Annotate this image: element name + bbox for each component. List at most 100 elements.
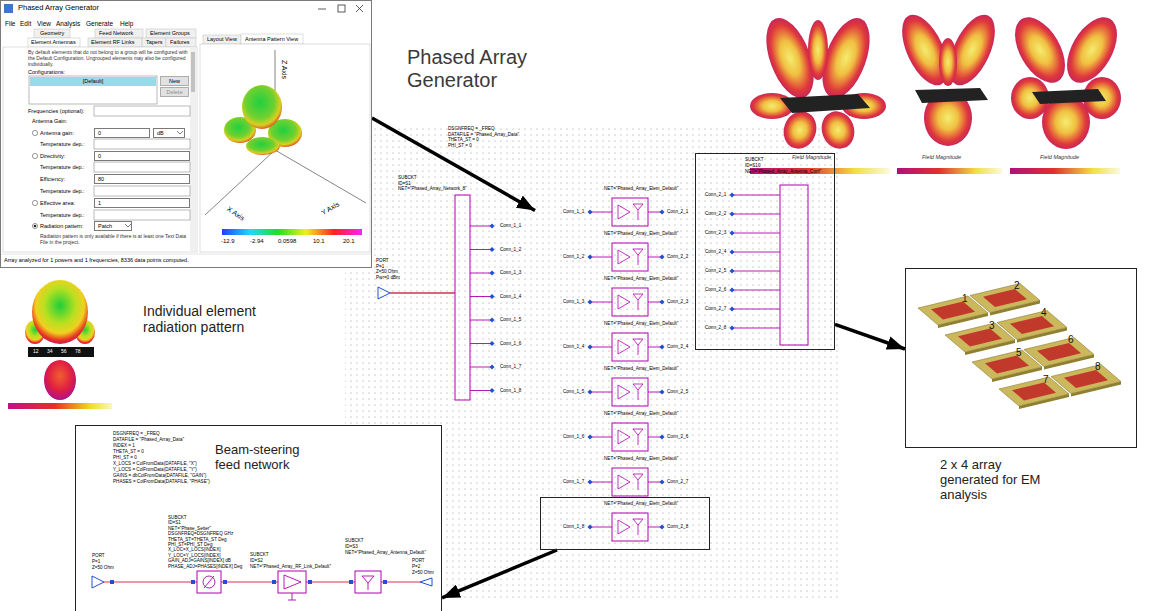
app-window xyxy=(94,162,190,172)
schematic-symbols xyxy=(470,320,490,321)
schematic-symbols xyxy=(732,290,780,291)
app-window xyxy=(125,224,131,227)
subcircuit-label: SUBCKT xyxy=(745,157,764,162)
schematic-symbols xyxy=(612,288,648,316)
subcircuit-label: X_LOC=X_LOCS[INDEX] xyxy=(168,547,220,552)
schematic-symbols xyxy=(612,513,648,541)
schematic-symbols xyxy=(618,520,630,534)
callout-panel: Beam-steering feed networkDSGNFREQ = _FR… xyxy=(75,425,442,611)
pin-label: Conn_1_1 xyxy=(563,209,584,214)
schematic-symbols xyxy=(732,309,780,310)
schematic-symbols xyxy=(489,223,494,228)
patch-array xyxy=(970,284,1040,313)
schematic-symbols xyxy=(729,192,734,197)
app-window xyxy=(32,153,37,158)
pin-label: Conn_1_2 xyxy=(563,254,584,259)
array-pattern xyxy=(808,20,828,80)
schematic-symbols xyxy=(590,347,612,348)
input-field: 80 xyxy=(94,174,190,184)
patch-array xyxy=(1024,338,1094,367)
axis-label: X Axis xyxy=(225,205,246,223)
array-pattern xyxy=(915,88,988,103)
colorbar-value: 10.1 xyxy=(313,238,325,245)
element-number: 78 xyxy=(75,349,81,355)
subcircuit-label: DSGNFREQ=DSGNFREQ GHz xyxy=(168,531,233,536)
feed-network-schematic xyxy=(110,580,114,584)
array-pattern xyxy=(778,107,821,154)
feed-network-schematic xyxy=(292,593,293,600)
subcircuit-label: PHASE_ADJ=PHASES[INDEX] Deg xyxy=(168,564,242,569)
schematic-symbols xyxy=(590,257,612,258)
feed-network-schematic xyxy=(278,571,306,593)
schematic-symbols xyxy=(470,226,490,227)
schematic-symbols xyxy=(470,249,490,250)
field-label: Temperature dep.: xyxy=(40,212,85,218)
feed-network-schematic xyxy=(349,580,353,584)
field-value: Patch xyxy=(98,223,112,229)
app-window xyxy=(94,106,190,116)
element-number: 12 xyxy=(33,349,39,355)
app-window xyxy=(191,52,195,92)
app-window xyxy=(318,9,326,10)
app-window xyxy=(3,47,197,252)
highlight-box: Conn_1_8NET="Phased_Array_Elem_Default"C… xyxy=(540,497,710,550)
schematic-symbols xyxy=(587,344,592,349)
tab-label: Failures xyxy=(170,39,190,45)
feed-network-schematic xyxy=(203,576,215,588)
pin-label: Conn_2_6 xyxy=(705,287,726,292)
patch-array xyxy=(997,311,1067,340)
schematic-symbols xyxy=(729,287,734,292)
highlight-box: SUBCKTID=S10NET="Phased_Array_Antenna_Co… xyxy=(695,153,835,350)
patch-array xyxy=(918,284,1121,410)
input-field: 0 xyxy=(94,128,150,138)
field-label: Temperature dep.: xyxy=(40,164,85,170)
pin-label: Conn_1_8 xyxy=(563,524,584,529)
schematic-symbols xyxy=(732,214,780,215)
subcircuit-label: P=2 xyxy=(412,564,420,569)
schematic-symbols xyxy=(470,367,490,368)
schematic-symbols xyxy=(638,525,639,535)
subcircuit-label: NET="Phased_Array_Elem_Default" xyxy=(604,456,678,461)
patch-array xyxy=(1037,343,1081,361)
app-window xyxy=(32,200,37,205)
flow-arrow xyxy=(835,324,905,349)
menu-item: File xyxy=(5,20,15,27)
app-window xyxy=(34,29,70,38)
subcircuit-label: NET="Phase_Setter" xyxy=(168,526,211,531)
tab-label: Antenna Pattern View xyxy=(245,36,298,42)
schematic-symbols xyxy=(780,185,808,345)
app-window xyxy=(146,29,196,38)
subcircuit-label: NET="Phased_Array_Elem_Default" xyxy=(604,366,678,371)
pin-label: Conn_1_2 xyxy=(500,247,521,252)
colorbar-value: -2.94 xyxy=(250,238,264,245)
schematic-symbols xyxy=(489,294,494,299)
app-window xyxy=(32,223,37,228)
schematic-symbols xyxy=(590,302,612,303)
app-window xyxy=(32,130,37,135)
feed-network-schematic xyxy=(75,425,442,611)
schematic-symbols xyxy=(489,247,494,252)
pin-label: Conn_1_1 xyxy=(500,223,521,228)
feed-network-schematic xyxy=(368,583,369,590)
status-text: Array analyzed for 1 powers and 1 freque… xyxy=(4,257,189,263)
schematic-symbols xyxy=(729,230,734,235)
tab-label: Layout View xyxy=(207,36,237,42)
schematic-symbols xyxy=(659,344,664,349)
subcircuit-label: NET="Phased_Array_Elem_Default" xyxy=(604,231,678,236)
schematic-symbols xyxy=(659,389,664,394)
schematic-symbols xyxy=(378,185,808,541)
subcircuit-label: PORT xyxy=(376,258,389,263)
figure-caption: 2 x 4 array generated for EM analysis xyxy=(940,458,1058,503)
equation-text: GAINS = dbColFromData(DATAFILE, "GAIN") xyxy=(113,473,206,478)
app-window xyxy=(177,131,183,134)
equation-text: PHASES = ColFromData(DATAFILE, "PHASE") xyxy=(113,479,210,484)
feed-network-schematic xyxy=(75,425,442,611)
pin-label: Conn_1_5 xyxy=(500,317,521,322)
callout-panel: 12345678 xyxy=(905,268,1137,448)
array-pattern xyxy=(939,38,957,86)
subcircuit-label: Y_LOC=Y_LOCS[INDEX] xyxy=(168,553,220,558)
list-item: [Default] xyxy=(30,77,156,86)
schematic-symbols xyxy=(470,296,490,297)
pin-label: Conn_2_2 xyxy=(667,254,688,259)
